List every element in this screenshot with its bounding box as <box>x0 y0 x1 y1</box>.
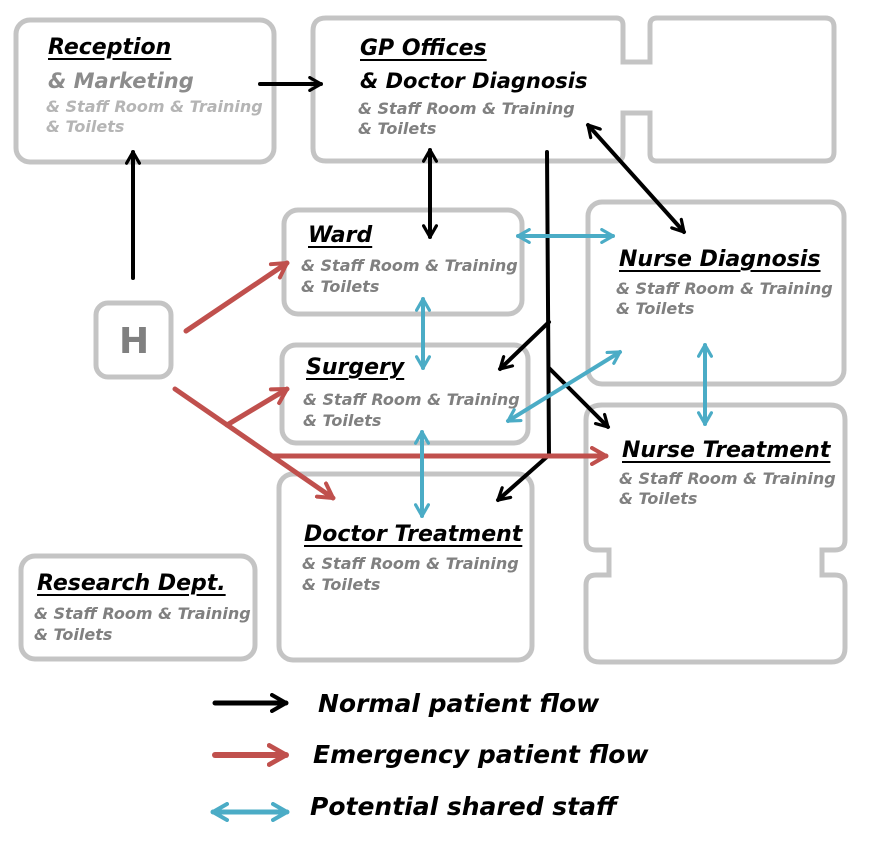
reception-box <box>13 17 277 165</box>
gp-sub2a: & Staff Room & Training <box>358 99 575 118</box>
nurse-treatment-sub2a: & Staff Room & Training <box>619 469 836 488</box>
reception-sub2a: & Staff Room & Training <box>46 97 263 116</box>
ward-title: Ward <box>308 223 373 248</box>
gp-offices-box <box>310 15 837 164</box>
arrow-helipad-to-ward <box>183 260 290 334</box>
gp-sub2b: & Toilets <box>358 119 437 138</box>
nurse-diagnosis-sub2a: & Staff Room & Training <box>616 279 833 298</box>
ward-sub2b: & Toilets <box>301 277 380 296</box>
research-box <box>18 553 258 662</box>
legend-shared-label: Potential shared staff <box>310 792 617 821</box>
doctor-treatment-title: Doctor Treatment <box>304 522 523 547</box>
legend-emergency-label: Emergency patient flow <box>313 740 649 769</box>
gp-sub1: & Doctor Diagnosis <box>360 69 588 93</box>
surgery-sub2a: & Staff Room & Training <box>303 390 520 409</box>
arrow-surgery-nurse-diagnosis <box>506 350 622 423</box>
doctor-treatment-sub2b: & Toilets <box>302 575 381 594</box>
surgery-sub2b: & Toilets <box>303 411 382 430</box>
nurse-treatment-sub2b: & Toilets <box>619 489 698 508</box>
reception-title: Reception <box>48 35 172 60</box>
research-sub2a: & Staff Room & Training <box>34 604 251 623</box>
legend-arrows <box>210 693 290 822</box>
legend-normal-label: Normal patient flow <box>318 689 600 718</box>
gp-title: GP Offices <box>360 36 487 61</box>
nurse-diagnosis-box <box>585 199 847 387</box>
reception-sub1: & Marketing <box>48 69 194 93</box>
arrow-gp-nurse-diagnosis <box>586 123 686 234</box>
doctor-treatment-box <box>276 471 535 663</box>
nurse-diagnosis-sub2b: & Toilets <box>616 299 695 318</box>
nurse-treatment-box <box>583 402 848 665</box>
research-title: Research Dept. <box>37 571 226 596</box>
arrow-helipad-branch <box>172 386 336 501</box>
arrow-branch-to-surgery <box>224 386 290 428</box>
helipad-box <box>93 300 174 380</box>
helipad-label: H <box>119 321 150 362</box>
surgery-title: Surgery <box>306 355 405 380</box>
emergency-flow-arrows <box>172 260 609 501</box>
arrow-spine-to-doctor-treatment <box>496 453 551 502</box>
doctor-treatment-sub2a: & Staff Room & Training <box>302 554 519 573</box>
nurse-diagnosis-title: Nurse Diagnosis <box>619 247 821 272</box>
nurse-treatment-title: Nurse Treatment <box>622 438 831 463</box>
shared-staff-arrows <box>414 228 713 518</box>
research-sub2b: & Toilets <box>34 625 113 644</box>
spine-line <box>545 150 551 457</box>
reception-sub2b: & Toilets <box>46 117 125 136</box>
ward-sub2a: & Staff Room & Training <box>301 256 518 275</box>
